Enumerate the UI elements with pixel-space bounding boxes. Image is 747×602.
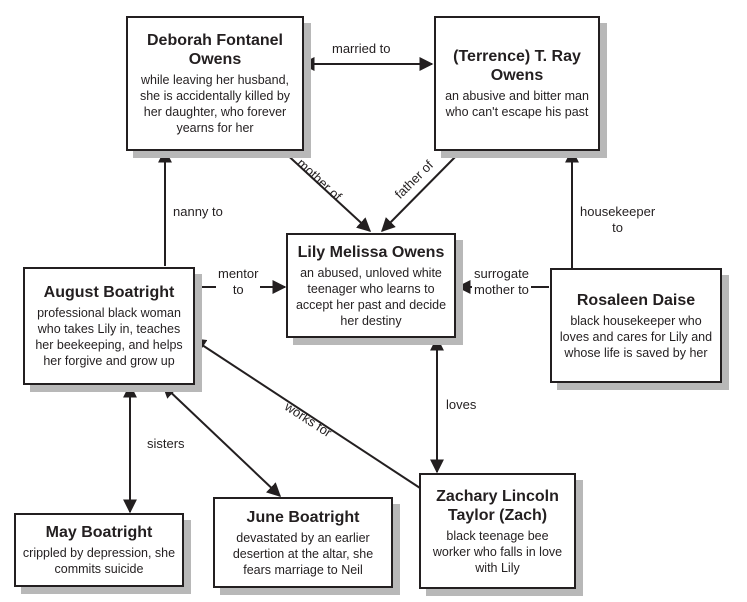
node-rosaleen-desc: black housekeeper who loves and cares fo… [559, 313, 713, 360]
edge-august-june [161, 384, 282, 497]
node-may-desc: crippled by depression, she commits suic… [22, 546, 176, 576]
edge-mother-of [281, 149, 372, 232]
edge-father-of [381, 149, 463, 232]
node-may: May Boatright crippled by depression, sh… [14, 513, 184, 587]
node-may-name: May Boatright [45, 524, 153, 541]
label-married-to: married to [330, 41, 393, 57]
edge-works-for [191, 338, 421, 489]
node-august-desc: professional black woman who takes Lily … [35, 306, 183, 368]
node-zach-name: Zachary Lincoln Taylor (Zach) [436, 487, 559, 524]
node-deborah-name: Deborah Fontanel Owens [146, 32, 283, 68]
label-nanny-to: nanny to [171, 204, 225, 220]
node-august: August Boatright professional black woma… [23, 267, 195, 385]
node-rosaleen-name: Rosaleen Daise [576, 291, 696, 309]
node-zach-desc: black teenage bee worker who falls in lo… [432, 528, 563, 575]
node-deborah: Deborah Fontanel Owens while leaving her… [126, 16, 304, 151]
label-sisters: sisters [145, 436, 187, 452]
node-lily: Lily Melissa Owens an abused, unloved wh… [286, 233, 456, 338]
node-august-name: August Boatright [43, 284, 175, 301]
node-ray-name: (Terrence) T. Ray Owens [453, 48, 581, 84]
label-loves: loves [444, 397, 479, 413]
label-housekeeper-to: housekeeper to [578, 204, 658, 236]
node-rosaleen: Rosaleen Daise black housekeeper who lov… [550, 268, 722, 383]
node-june: June Boatright devastated by an earlier … [213, 497, 393, 588]
node-lily-desc: an abused, unloved white teenager who le… [295, 265, 447, 328]
node-june-desc: devastated by an earlier desertion at th… [232, 530, 374, 577]
node-zach: Zachary Lincoln Taylor (Zach) black teen… [419, 473, 576, 589]
node-ray-desc: an abusive and bitter man who can't esca… [445, 89, 589, 119]
label-mentor-to: mentor to [216, 266, 261, 298]
node-deborah-desc: while leaving her husband, she is accide… [139, 73, 291, 135]
node-lily-name: Lily Melissa Owens [297, 243, 445, 261]
label-surrogate-mother-to: surrogate mother to [472, 266, 531, 298]
node-ray: (Terrence) T. Ray Owens an abusive and b… [434, 16, 600, 151]
node-june-name: June Boatright [246, 508, 360, 526]
